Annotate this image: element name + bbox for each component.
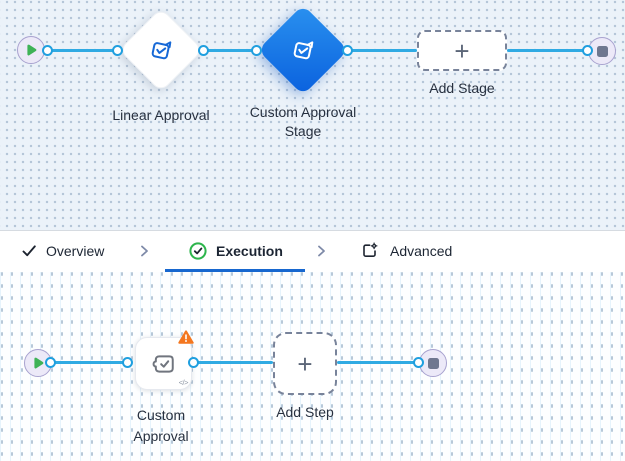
node-custom-approval-stage[interactable]: [257, 4, 349, 96]
connector-port[interactable]: [112, 45, 123, 56]
stage-tabs: Overview Execution: [0, 230, 625, 272]
node-label-linear-approval: Linear Approval: [112, 107, 210, 123]
edge: [194, 361, 273, 364]
connector-port[interactable]: [42, 45, 53, 56]
tab-overview-label: Overview: [46, 242, 105, 259]
tab-execution[interactable]: Execution: [189, 231, 283, 270]
play-icon: [27, 352, 49, 374]
connector-port[interactable]: [45, 357, 56, 368]
connector-port[interactable]: [413, 357, 424, 368]
chevron-right-icon: [314, 231, 328, 270]
approval-check-square-icon: [148, 37, 174, 63]
node-label-add-stage: Add Stage: [429, 80, 495, 96]
step-canvas[interactable]: </> + Custom Approval Add Step: [0, 272, 625, 461]
chevron-right-icon: [137, 231, 151, 270]
connector-port[interactable]: [582, 45, 593, 56]
puzzle-check-icon: [150, 350, 178, 378]
plus-icon: +: [454, 35, 470, 66]
node-linear-approval[interactable]: [118, 7, 204, 93]
tab-advanced-label: Advanced: [390, 242, 453, 259]
node-label-custom-approval: Custom Approval: [133, 407, 189, 444]
plus-icon: +: [297, 348, 313, 379]
stop-icon: [596, 45, 608, 57]
connector-port[interactable]: [198, 45, 209, 56]
check-icon: [21, 243, 37, 259]
approval-check-square-icon: [290, 37, 316, 63]
play-icon: [20, 39, 42, 61]
box-gear-icon: [361, 242, 378, 259]
stage-canvas[interactable]: + Linear Approval Custom Approval Stage …: [0, 0, 625, 230]
check-circle-icon: [189, 241, 207, 260]
tab-execution-label: Execution: [216, 242, 283, 259]
add-stage-button[interactable]: +: [417, 30, 507, 71]
add-step-button[interactable]: +: [273, 332, 337, 395]
edge: [51, 361, 128, 364]
edge: [337, 361, 419, 364]
edge: [48, 49, 118, 52]
warning-triangle-icon: [178, 330, 194, 345]
connector-port[interactable]: [342, 45, 353, 56]
connector-port[interactable]: [188, 357, 199, 368]
tab-advanced[interactable]: Advanced: [361, 231, 452, 270]
connector-port[interactable]: [251, 45, 262, 56]
active-tab-underline: [165, 269, 305, 272]
edge: [204, 49, 257, 52]
edge: [348, 49, 417, 52]
tab-overview[interactable]: Overview: [21, 231, 104, 270]
edge: [507, 49, 588, 52]
node-label-add-step: Add Step: [276, 404, 334, 420]
connector-port[interactable]: [122, 357, 133, 368]
start-node[interactable]: [17, 36, 45, 64]
node-custom-approval[interactable]: </>: [135, 330, 194, 390]
stop-icon: [427, 357, 439, 369]
node-label-custom-approval-stage: Custom Approval Stage: [249, 104, 357, 139]
code-icon: </>: [178, 378, 189, 387]
